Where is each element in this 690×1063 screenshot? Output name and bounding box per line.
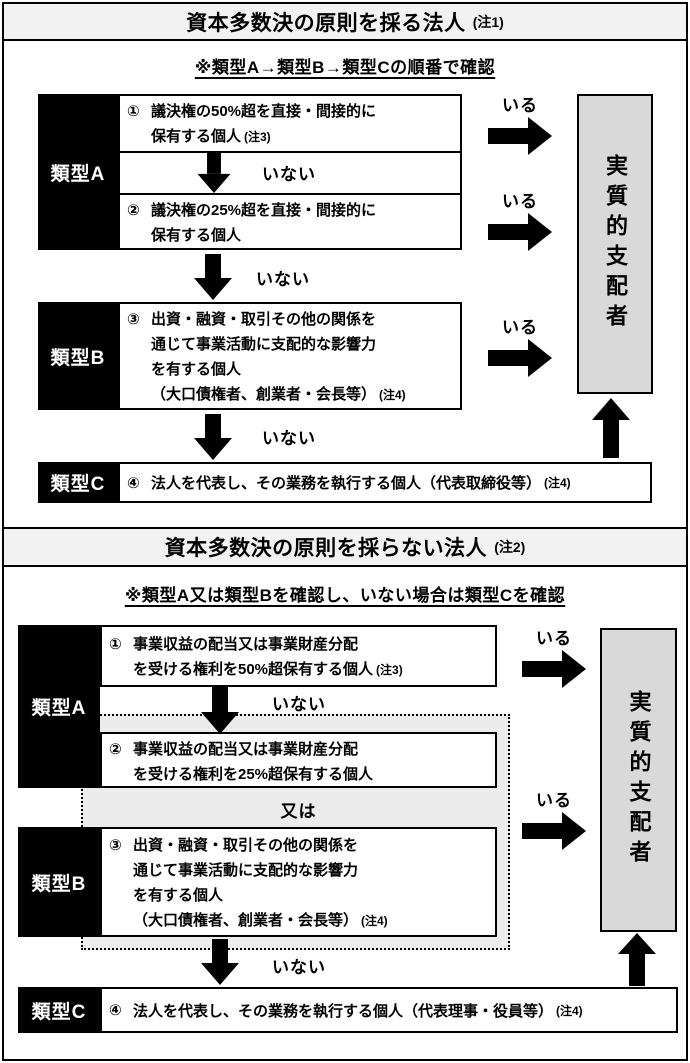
no-label: いない xyxy=(262,429,316,448)
arrow-up-icon xyxy=(618,933,656,986)
yes-label: いる xyxy=(502,192,538,211)
no-label: いない xyxy=(262,165,316,185)
condition-text: 事業収益の配当又は事業財産分配 を受ける権利を50%超保有する個人 xyxy=(133,636,374,678)
condition-text: 法人を代表し、その業務を執行する個人（代表理事・役員等） xyxy=(133,1002,554,1020)
condition-text-wrap: 事業収益の配当又は事業財産分配 を受ける権利を50%超保有する個人(注3) xyxy=(133,632,491,685)
chart2-subtitle: ※類型A又は類型Bを確認し、いない場合は類型Cを確認 xyxy=(124,586,566,605)
arrow-right-icon xyxy=(488,117,552,155)
no-label: いない xyxy=(272,958,326,977)
chart1-title-bar: 資本多数決の原則を採る法人 (注1) xyxy=(2,2,688,41)
chart2-title-note: (注2) xyxy=(494,539,526,555)
chart1-type-a-label: 類型A xyxy=(38,94,118,250)
condition-note: (注4) xyxy=(544,476,571,490)
chart1-title-note: (注1) xyxy=(472,13,504,30)
condition-note: (注4) xyxy=(556,1003,583,1018)
no-label: いない xyxy=(256,270,310,289)
condition-text: 議決権の25%超を直接・間接的に 保有する個人 xyxy=(151,202,377,244)
arrow-right-icon xyxy=(522,812,586,850)
chart2-type-b-label: 類型B xyxy=(18,827,100,937)
arrow-down-icon xyxy=(201,939,239,985)
condition-number: ③ xyxy=(109,837,122,854)
arrow-right-icon xyxy=(488,213,552,251)
condition-note: (注4) xyxy=(361,914,388,928)
chart1-subtitle: ※類型A→類型B→類型Cの順番で確認 xyxy=(194,58,496,77)
no-label: いない xyxy=(272,695,326,714)
condition-number: ① xyxy=(127,103,140,120)
condition-text-wrap: 事業収益の配当又は事業財産分配 を受ける権利を25%超保有する個人 xyxy=(133,737,491,786)
condition-number: ④ xyxy=(109,1002,122,1019)
chart1-condition-box-2: ② 議決権の25%超を直接・間接的に 保有する個人 xyxy=(120,195,460,248)
chart2-type-a-label: 類型A xyxy=(18,625,100,788)
condition-text-wrap: 出資・融資・取引その他の関係を 通じて事業活動に支配的な影響力 を有する個人 （… xyxy=(133,833,491,935)
chart2-result-box: 実質的支配者 xyxy=(600,628,677,932)
condition-note: (注4) xyxy=(379,388,406,402)
condition-number: ③ xyxy=(127,311,140,328)
condition-note: (注3) xyxy=(376,663,403,677)
chart1-result-box: 実質的支配者 xyxy=(577,94,653,394)
condition-text-wrap: 出資・融資・取引その他の関係を 通じて事業活動に支配的な影響力 を有する個人 （… xyxy=(151,307,456,408)
chart2-condition-box-3: ③ 出資・融資・取引その他の関係を 通じて事業活動に支配的な影響力 を有する個人… xyxy=(100,827,497,937)
condition-text: 出資・融資・取引その他の関係を 通じて事業活動に支配的な影響力 を有する個人 （… xyxy=(133,837,359,929)
chart1-condition-box-3: ③ 出資・融資・取引その他の関係を 通じて事業活動に支配的な影響力 を有する個人… xyxy=(118,302,462,410)
chart1-title: 資本多数決の原則を採る法人 xyxy=(186,11,466,35)
condition-text: 議決権の50%超を直接・間接的に 保有する個人 xyxy=(151,103,377,145)
chart2-title: 資本多数決の原則を採らない法人 xyxy=(164,537,488,560)
chart1-type-b-label: 類型B xyxy=(38,302,118,410)
arrow-down-icon xyxy=(201,686,239,734)
chart2-type-c-label: 類型C xyxy=(18,987,100,1033)
chart1-condition-box-1: ① 議決権の50%超を直接・間接的に 保有する個人(注3) xyxy=(120,96,460,153)
yes-label: いる xyxy=(502,318,538,337)
or-label: 又は xyxy=(280,802,317,821)
condition-text: 事業収益の配当又は事業財産分配 を受ける権利を25%超保有する個人 xyxy=(133,741,374,783)
condition-text: 出資・融資・取引その他の関係を 通じて事業活動に支配的な影響力 を有する個人 （… xyxy=(151,311,377,403)
arrow-up-icon xyxy=(592,398,630,458)
arrow-down-icon xyxy=(196,152,232,193)
chart2-condition-box-4: ④ 法人を代表し、その業務を執行する個人（代表理事・役員等） (注4) xyxy=(100,987,678,1033)
arrow-down-icon xyxy=(194,414,232,460)
chart1-condition-box-4: ④ 法人を代表し、その業務を執行する個人（代表取締役等） (注4) xyxy=(118,462,652,503)
chart1-type-a-assembly: ① 議決権の50%超を直接・間接的に 保有する個人(注3) いない ② 議決権の… xyxy=(118,94,462,250)
condition-number: ① xyxy=(109,636,122,653)
condition-text: 法人を代表し、その業務を執行する個人（代表取締役等） xyxy=(151,475,542,492)
chart2-condition-box-1: ① 事業収益の配当又は事業財産分配 を受ける権利を50%超保有する個人(注3) xyxy=(100,625,497,687)
condition-number: ② xyxy=(127,202,140,219)
yes-label: いる xyxy=(536,629,572,648)
chart1-no-row-1: いない xyxy=(120,152,460,195)
arrow-down-icon xyxy=(194,254,232,300)
chart1-type-c-label: 類型C xyxy=(38,462,118,503)
condition-number: ④ xyxy=(127,474,140,492)
arrow-right-icon xyxy=(488,339,552,377)
condition-text-wrap: 議決権の25%超を直接・間接的に 保有する個人 xyxy=(151,198,456,248)
yes-label: いる xyxy=(536,791,572,810)
condition-text-wrap: 議決権の50%超を直接・間接的に 保有する個人(注3) xyxy=(151,99,456,151)
condition-note: (注3) xyxy=(244,130,271,144)
arrow-right-icon xyxy=(522,650,586,688)
yes-label: いる xyxy=(502,96,538,115)
chart2-condition-box-2: ② 事業収益の配当又は事業財産分配 を受ける権利を25%超保有する個人 xyxy=(100,732,497,788)
chart2-title-bar: 資本多数決の原則を採らない法人 (注2) xyxy=(2,527,688,567)
condition-number: ② xyxy=(109,741,122,758)
